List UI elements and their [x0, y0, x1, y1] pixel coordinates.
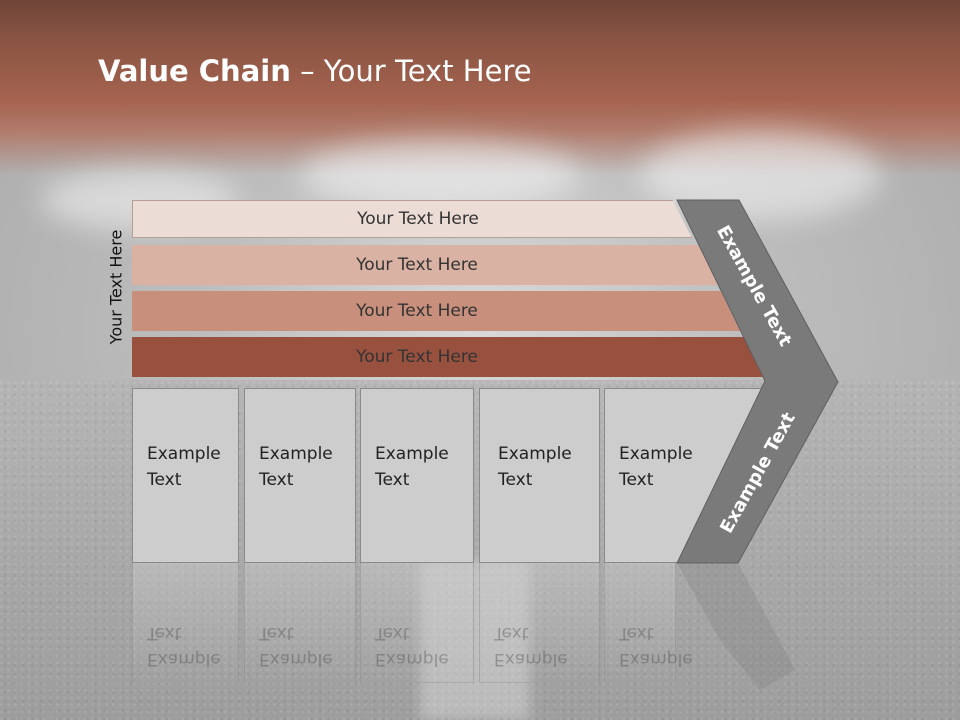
road-line-decoration — [420, 560, 530, 720]
value-bar-label: Your Text Here — [356, 347, 478, 367]
box-line-1: Example — [619, 444, 693, 464]
box-line-2: Text — [498, 470, 533, 490]
chevron-reflection — [677, 563, 795, 690]
box-line-2: Text — [619, 470, 654, 490]
chevron-shape — [676, 199, 839, 564]
box-line-1: Example — [147, 444, 221, 464]
value-bar-4: Your Text Here — [132, 337, 764, 377]
value-bar-label: Your Text Here — [356, 301, 478, 321]
title-rest: – Your Text Here — [290, 54, 532, 88]
box-line-1: Example — [259, 444, 333, 464]
value-bar-3: Your Text Here — [132, 291, 740, 331]
title-bold: Value Chain — [98, 54, 291, 88]
box-line-2: Text — [259, 470, 294, 490]
value-bar-label: Your Text Here — [356, 255, 478, 275]
value-bar-label: Your Text Here — [357, 209, 479, 229]
box-line-2: Text — [375, 470, 410, 490]
value-bar-1: Your Text Here — [132, 200, 692, 238]
box-line-1: Example — [375, 444, 449, 464]
box-line-1: Example — [498, 444, 572, 464]
page-title: Value Chain – Your Text Here — [98, 54, 532, 88]
value-bar-2: Your Text Here — [132, 245, 718, 285]
box-line-2: Text — [147, 470, 182, 490]
cloud-decoration — [300, 140, 580, 210]
